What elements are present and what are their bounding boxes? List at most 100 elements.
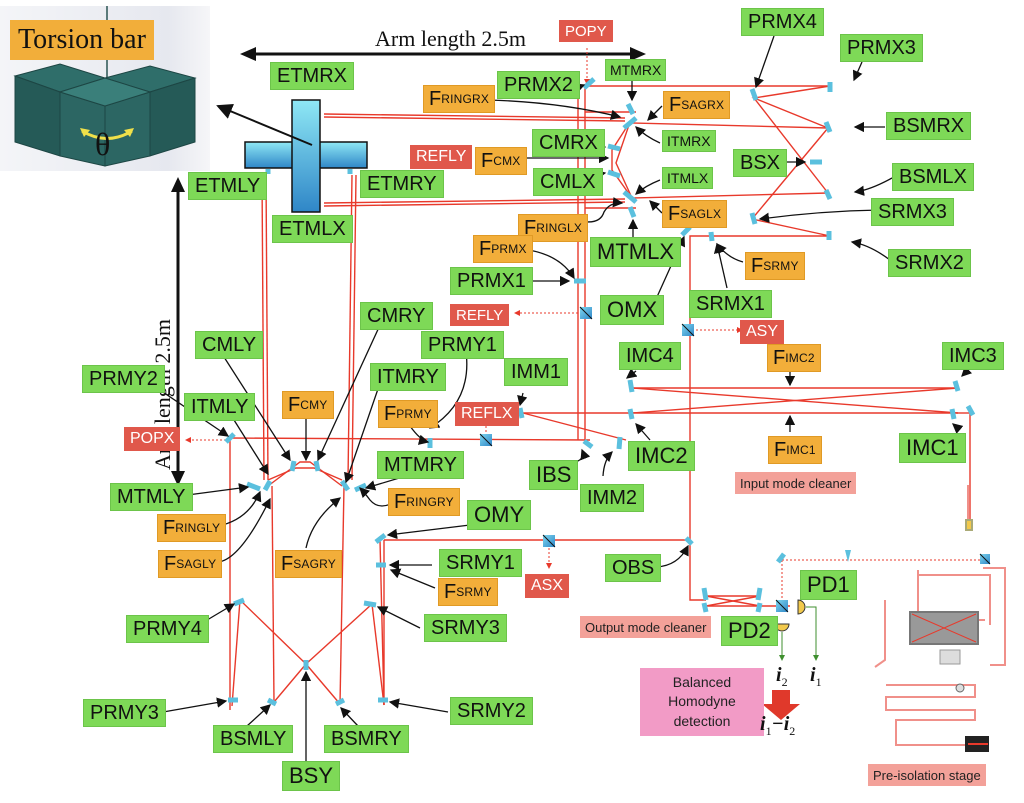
signal-subscript: 2 [781, 675, 788, 689]
label-bsmrx: BSMRX [886, 112, 972, 140]
force-subscript: CMY [300, 398, 328, 412]
torsion-bar-title: Torsion bar [10, 20, 154, 60]
force-subscript: SAGRX [681, 98, 725, 112]
photodiodes [774, 550, 851, 661]
label-mtmry: MTMRY [377, 451, 464, 479]
label-pd2: PD2 [721, 616, 778, 646]
label-omx: OMX [600, 295, 665, 325]
port-asy: ASY [740, 320, 785, 344]
signal-symbol: i [776, 664, 782, 686]
force-symbol: F [444, 581, 457, 603]
label-srmx1: SRMX1 [689, 290, 772, 318]
label-itmry: ITMRY [370, 363, 446, 391]
label-prmy4: PRMY4 [126, 615, 209, 643]
label-prmx1: PRMX1 [450, 267, 533, 295]
label-prmy3: PRMY3 [83, 699, 166, 727]
force-symbol: F [479, 238, 492, 260]
label-imc1: IMC1 [899, 433, 966, 463]
arm-length-x-label: Arm length 2.5m [375, 26, 526, 51]
signal-difference: i1−i2 [760, 713, 795, 739]
label-bsmry: BSMRY [324, 725, 409, 753]
force-subscript: RINGLY [175, 521, 221, 535]
torsion-bar-illustration: Torsion bar θ [0, 6, 210, 171]
pickoff-beams [185, 48, 985, 604]
force-subscript: RINGRY [406, 495, 454, 509]
force-subscript: CMX [493, 154, 521, 168]
label-etmlx: ETMLX [272, 215, 353, 243]
port-popy: POPY [559, 20, 613, 42]
rotation-angle-symbol: θ [95, 126, 111, 162]
laser-beam-paths [229, 85, 971, 710]
port-refly-top: REFLY [410, 145, 473, 169]
label-prmx3: PRMX3 [840, 34, 923, 62]
force-subscript: PRMY [396, 407, 432, 421]
label-itmrx: ITMRX [662, 130, 716, 152]
force-subscript: SAGLY [176, 557, 217, 571]
arm-length-x-arrow [240, 47, 646, 61]
signal-i2: i2 [776, 664, 788, 690]
label-imc2: IMC2 [628, 441, 695, 471]
port-popx: POPX [124, 427, 181, 451]
label-srmx3: SRMX3 [871, 198, 954, 226]
force-subscript: RINGLX [536, 221, 583, 235]
label-obs: OBS [605, 554, 662, 582]
label-etmrx: ETMRX [270, 62, 354, 90]
beam-splitters [479, 306, 991, 613]
etm-cross-mirror [216, 99, 368, 213]
force-symbol: F [288, 394, 301, 416]
label-pd1: PD1 [800, 570, 857, 600]
label-bsmlx: BSMLX [892, 163, 974, 191]
force-symbol: F [524, 217, 537, 239]
signal-subscript: 2 [789, 724, 796, 738]
torsion-bar-cross-icon [13, 6, 197, 167]
label-imc4: IMC4 [619, 342, 681, 370]
force-symbol: F [751, 255, 764, 277]
label-omy: OMY [467, 500, 532, 530]
port-refly-mid: REFLY [450, 304, 510, 326]
force-subscript: SAGRY [293, 557, 337, 571]
signal-subscript: 1 [815, 675, 822, 689]
signal-symbol: i [760, 713, 766, 735]
signal-subscript: 1 [765, 724, 772, 738]
force-symbol: F [394, 491, 407, 513]
force-symbol: F [429, 88, 442, 110]
label-srmx2: SRMX2 [888, 249, 971, 277]
subtraction-arrow-icon [762, 690, 800, 720]
force-subscript: PRMX [491, 242, 527, 256]
label-bsmly: BSMLY [213, 725, 294, 753]
force-subscript: SRMY [763, 259, 799, 273]
force-subscript: RINGRX [441, 92, 490, 106]
label-mtmly: MTMLY [110, 483, 193, 511]
label-srmy2: SRMY2 [450, 697, 533, 725]
force-subscript: IMC2 [785, 351, 815, 365]
force-subscript: IMC1 [786, 443, 816, 457]
force-symbol: F [163, 517, 176, 539]
label-mtmrx: MTMRX [605, 59, 667, 81]
label-prmy2: PRMY2 [82, 365, 165, 393]
force-symbol: F [669, 94, 682, 116]
label-cmly: CMLY [195, 331, 264, 359]
force-symbol: F [774, 439, 787, 461]
label-prmx4: PRMX4 [741, 8, 824, 36]
pre-isolation-schematic [874, 485, 1006, 752]
label-cmrx: CMRX [532, 129, 605, 157]
label-srmy1: SRMY1 [439, 549, 522, 577]
signal-i1: i1 [810, 664, 822, 690]
label-bsx: BSX [733, 149, 788, 177]
force-symbol: F [481, 150, 494, 172]
signal-symbol: i [810, 664, 816, 686]
